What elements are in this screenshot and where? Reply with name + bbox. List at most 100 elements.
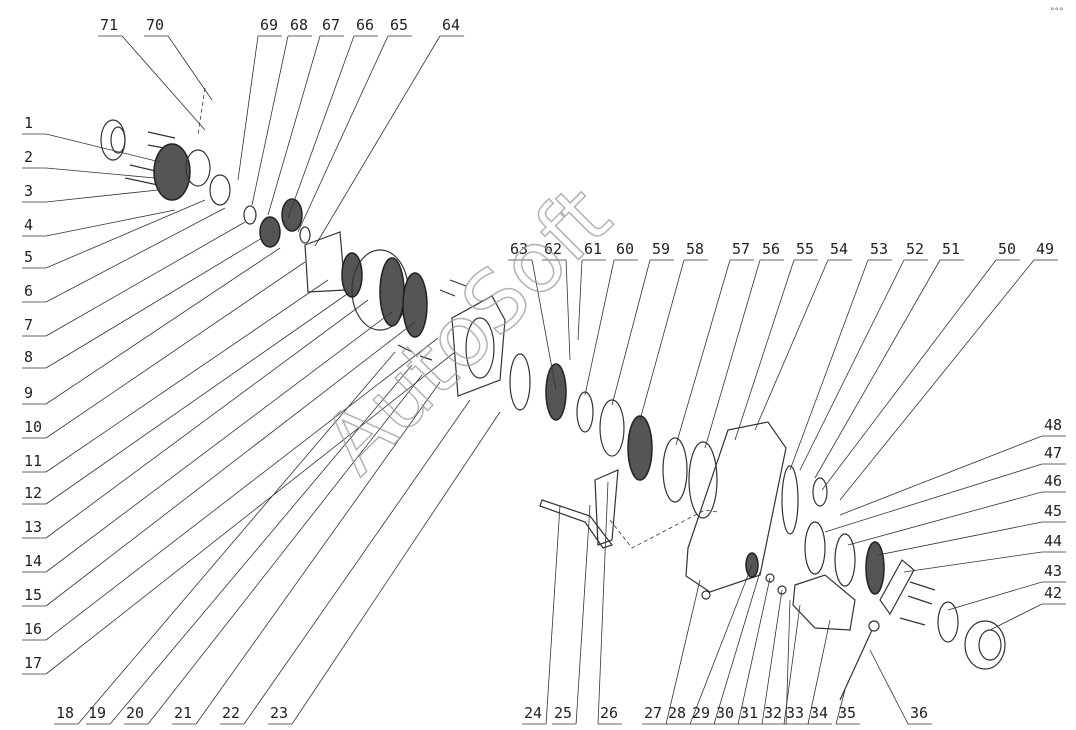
- disc-59: [599, 399, 625, 457]
- leader-pointer: [689, 564, 753, 725]
- drain-plug: [701, 590, 711, 600]
- cover-44: [879, 559, 915, 616]
- leader-pointer: [877, 521, 1043, 556]
- leader-pointer: [45, 351, 456, 675]
- label-18: 18: [56, 704, 74, 722]
- label-34: 34: [810, 704, 828, 722]
- leader-pointer: [869, 649, 909, 725]
- label-20: 20: [126, 704, 144, 722]
- leader-pointer: [45, 291, 351, 505]
- leader-pointer: [45, 321, 416, 607]
- leader-pointer: [121, 35, 206, 131]
- label-59: 59: [652, 240, 670, 258]
- label-25: 25: [554, 704, 572, 722]
- label-16: 16: [24, 620, 42, 638]
- leader-pointer: [737, 577, 771, 725]
- seal-ring-23: [509, 353, 531, 411]
- valve-spool: [839, 629, 873, 701]
- motor-42: [964, 620, 1006, 670]
- leader-pointer: [147, 374, 423, 725]
- label-32: 32: [764, 704, 782, 722]
- leader-pointer: [531, 259, 557, 391]
- leader-pointer: [77, 351, 396, 725]
- leader-pointer: [45, 237, 263, 369]
- label-31: 31: [740, 704, 758, 722]
- leader-pointer: [799, 259, 905, 471]
- flange-plate: [304, 231, 346, 293]
- label-53: 53: [870, 240, 888, 258]
- disc-57: [662, 437, 688, 503]
- label-55: 55: [796, 240, 814, 258]
- label-69: 69: [260, 16, 278, 34]
- label-6: 6: [24, 282, 33, 300]
- leader-pointer: [297, 35, 389, 233]
- leader-pointer: [734, 259, 795, 441]
- leader-pointer: [847, 491, 1043, 546]
- label-2: 2: [24, 148, 33, 166]
- label-3: 3: [24, 182, 33, 200]
- leader-pointer: [545, 504, 561, 725]
- leader-pointer: [639, 259, 685, 421]
- leader-pointer: [713, 571, 761, 725]
- leader-pointer: [237, 35, 259, 181]
- end-cap-ring-inner: [110, 126, 126, 154]
- leader-pointer: [45, 247, 281, 405]
- leader-pointer: [45, 299, 369, 539]
- leader-pointer: [45, 221, 246, 337]
- label-4: 4: [24, 216, 33, 234]
- label-70: 70: [146, 16, 164, 34]
- label-26: 26: [600, 704, 618, 722]
- leader-pointer: [821, 259, 997, 491]
- leader-pointer: [45, 133, 161, 163]
- label-24: 24: [524, 704, 542, 722]
- label-65: 65: [390, 16, 408, 34]
- label-42: 42: [1044, 584, 1062, 602]
- label-56: 56: [762, 240, 780, 258]
- ring-47: [804, 521, 826, 575]
- label-5: 5: [24, 248, 33, 266]
- label-62: 62: [544, 240, 562, 258]
- label-44: 44: [1044, 532, 1062, 550]
- leader-pointer: [754, 259, 829, 431]
- planet-carrier: [153, 143, 191, 201]
- label-9: 9: [24, 384, 33, 402]
- seal-50: [812, 477, 828, 507]
- leader-pointer: [45, 189, 159, 203]
- leader-pointer: [577, 259, 583, 341]
- leader-pointer: [45, 279, 329, 473]
- watermark: AutoSoft: [305, 168, 629, 492]
- bearing-small: [243, 205, 257, 225]
- housing-plate: [451, 295, 506, 397]
- lever-arm: [539, 499, 613, 549]
- leader-pointer: [45, 337, 439, 641]
- end-cap-ring: [100, 119, 126, 161]
- axis-top-left: [197, 87, 206, 136]
- studs-right: [899, 581, 936, 626]
- label-1: 1: [24, 114, 33, 132]
- washer-small: [299, 226, 311, 244]
- label-17: 17: [24, 654, 42, 672]
- label-8: 8: [24, 348, 33, 366]
- ring-gear-large-inner: [379, 257, 405, 327]
- leader-pointer: [665, 579, 701, 725]
- housing-bore: [465, 317, 495, 379]
- label-64: 64: [442, 16, 460, 34]
- label-19: 19: [88, 704, 106, 722]
- leader-pointer: [195, 381, 441, 725]
- label-12: 12: [24, 484, 42, 502]
- gear-66: [259, 216, 281, 248]
- label-7: 7: [24, 316, 33, 334]
- corner-mark: °°°: [1050, 7, 1064, 17]
- leader-pointer: [704, 259, 761, 449]
- label-28: 28: [668, 704, 686, 722]
- leader-pointer: [835, 689, 846, 725]
- label-52: 52: [906, 240, 924, 258]
- leader-pointer: [839, 435, 1043, 516]
- label-21: 21: [174, 704, 192, 722]
- label-30: 30: [716, 704, 734, 722]
- leader-pointer: [45, 207, 226, 303]
- label-58: 58: [686, 240, 704, 258]
- leader-pointer: [675, 259, 731, 446]
- leader-pointer: [903, 551, 1043, 573]
